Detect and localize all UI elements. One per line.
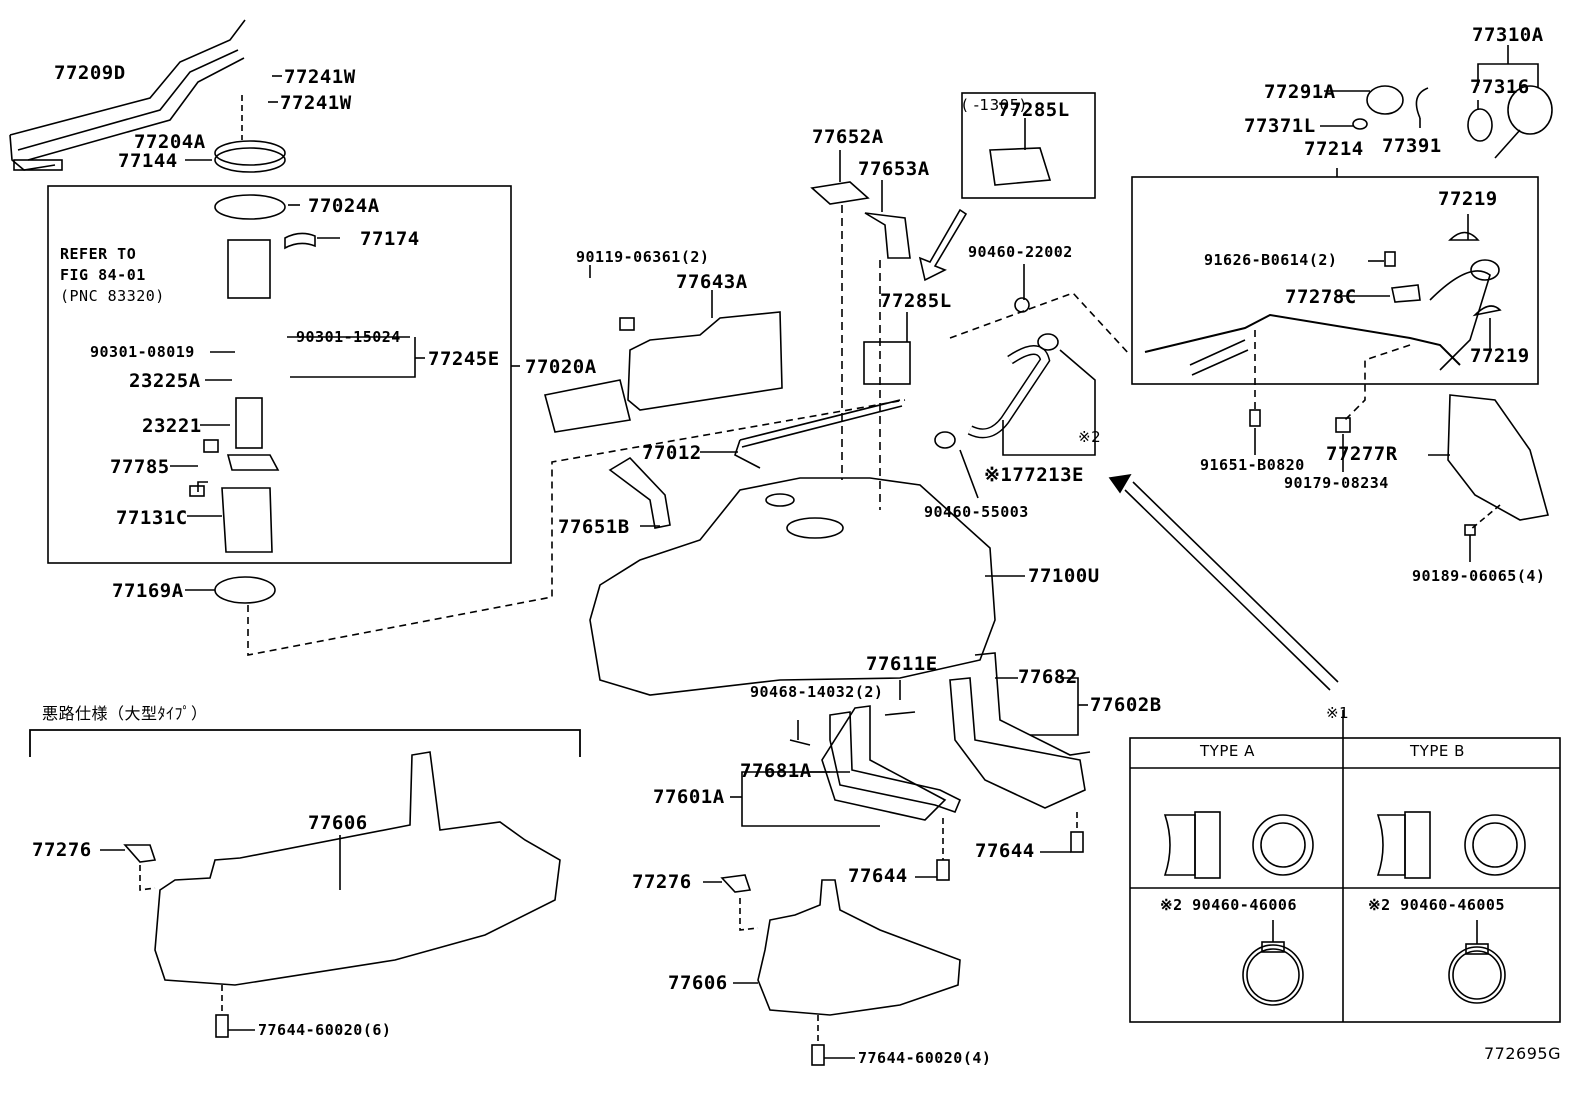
part-label[interactable]: 77278C <box>1285 286 1357 308</box>
part-label[interactable]: 77277R <box>1326 443 1398 465</box>
part-label[interactable]: 77144 <box>118 150 178 172</box>
part-label[interactable]: ※177213E <box>984 464 1084 486</box>
part-label[interactable]: 77169A <box>112 580 184 602</box>
refer-note-line1: REFER TO <box>60 245 137 263</box>
part-label[interactable]: 77214 <box>1304 138 1364 160</box>
type-b-header: TYPE B <box>1410 742 1465 760</box>
part-label[interactable]: 77245E <box>428 348 500 370</box>
protector-plate <box>544 311 783 433</box>
variant-note: 悪路仕様（大型ﾀｲﾌﾟ） <box>42 704 208 723</box>
part-label[interactable]: 77276 <box>632 871 692 893</box>
part-label[interactable]: 77020A <box>525 356 597 378</box>
note-marker-2: ※2 <box>1078 428 1102 446</box>
lock-ring <box>214 140 286 166</box>
part-label[interactable]: 77606 <box>668 972 728 994</box>
part-label[interactable]: 90179-08234 <box>1284 474 1389 492</box>
filler-garnish <box>1447 394 1550 521</box>
part-label[interactable]: 77285L <box>880 290 952 312</box>
fuel-pump-group-box <box>47 185 512 564</box>
part-label[interactable]: 77241W <box>284 66 356 88</box>
type-a-header: TYPE A <box>1200 742 1255 760</box>
part-label[interactable]: 90119-06361(2) <box>576 248 710 266</box>
fuel-tank <box>589 456 996 696</box>
part-label[interactable]: 77644 <box>975 840 1035 862</box>
part-label[interactable]: 77391 <box>1382 135 1442 157</box>
part-label[interactable]: 91651-B0820 <box>1200 456 1305 474</box>
part-label[interactable]: 77601A <box>653 786 725 808</box>
part-label[interactable]: 77602B <box>1090 694 1162 716</box>
part-label[interactable]: 77611E <box>866 653 938 675</box>
type-table <box>1129 737 1561 1023</box>
part-label[interactable]: 77209D <box>54 62 126 84</box>
clamp-a-label[interactable]: ※2 90460-46006 <box>1160 896 1297 914</box>
part-label[interactable]: 77316 <box>1470 76 1530 98</box>
part-label[interactable]: 23221 <box>142 415 202 437</box>
skid-plate-large <box>154 751 561 986</box>
part-label[interactable]: 77024A <box>308 195 380 217</box>
part-label[interactable]: 77204A <box>134 131 206 153</box>
part-label[interactable]: 77276 <box>32 839 92 861</box>
part-label[interactable]: 77219 <box>1438 188 1498 210</box>
part-label[interactable]: 77131C <box>116 507 188 529</box>
part-label[interactable]: 90189-06065(4) <box>1412 567 1546 585</box>
part-label[interactable]: 77606 <box>308 812 368 834</box>
part-label[interactable]: 77371L <box>1244 115 1316 137</box>
gasket-ring <box>214 576 276 604</box>
strap-77681A <box>829 711 962 814</box>
part-label[interactable]: 77174 <box>360 228 420 250</box>
fuel-line-assembly <box>9 19 246 171</box>
date-note: ( -1305) <box>962 96 1027 114</box>
part-label[interactable]: 77100U <box>1028 565 1100 587</box>
part-label[interactable]: 77652A <box>812 126 884 148</box>
skid-plate-small <box>757 879 961 1016</box>
part-label[interactable]: 77651B <box>558 516 630 538</box>
part-label[interactable]: 90468-14032(2) <box>750 683 884 701</box>
part-label[interactable]: 77644 <box>848 865 908 887</box>
part-label[interactable]: 90301-08019 <box>90 343 195 361</box>
part-label[interactable]: 77219 <box>1470 345 1530 367</box>
strap-77602B <box>949 677 1086 809</box>
part-label[interactable]: 77644-60020(4) <box>858 1049 992 1067</box>
part-label[interactable]: 91626-B0614(2) <box>1204 251 1338 269</box>
tank-band-77651B <box>608 456 671 529</box>
part-label[interactable]: 77682 <box>1018 666 1078 688</box>
part-label[interactable]: 90301-15024 <box>296 328 401 346</box>
part-label[interactable]: 77653A <box>858 158 930 180</box>
clamp-b-label[interactable]: ※2 90460-46005 <box>1368 896 1505 914</box>
part-label[interactable]: 77643A <box>676 271 748 293</box>
refer-note-line2[interactable]: FIG 84-01 <box>60 266 146 284</box>
pump-cover <box>214 194 286 220</box>
filler-pipe-box <box>1131 176 1539 385</box>
part-label[interactable]: 77644-60020(6) <box>258 1021 392 1039</box>
refer-note-line3: (PNC 83320) <box>60 287 165 305</box>
variant-box <box>961 92 1096 199</box>
part-label[interactable]: 77241W <box>280 92 352 114</box>
note-marker-1: ※1 <box>1326 704 1350 722</box>
part-label[interactable]: 23225A <box>129 370 201 392</box>
figure-id: 772695G <box>1484 1044 1561 1063</box>
part-label[interactable]: 90460-55003 <box>924 503 1029 521</box>
part-label[interactable]: 77285L <box>998 99 1070 121</box>
part-label[interactable]: 77681A <box>740 760 812 782</box>
part-label[interactable]: 77785 <box>110 456 170 478</box>
view-arrow <box>918 208 968 282</box>
part-label[interactable]: 90460-22002 <box>968 243 1073 261</box>
part-label[interactable]: 77291A <box>1264 81 1336 103</box>
part-label[interactable]: 77012 <box>642 442 702 464</box>
part-label[interactable]: 77310A <box>1472 24 1544 46</box>
